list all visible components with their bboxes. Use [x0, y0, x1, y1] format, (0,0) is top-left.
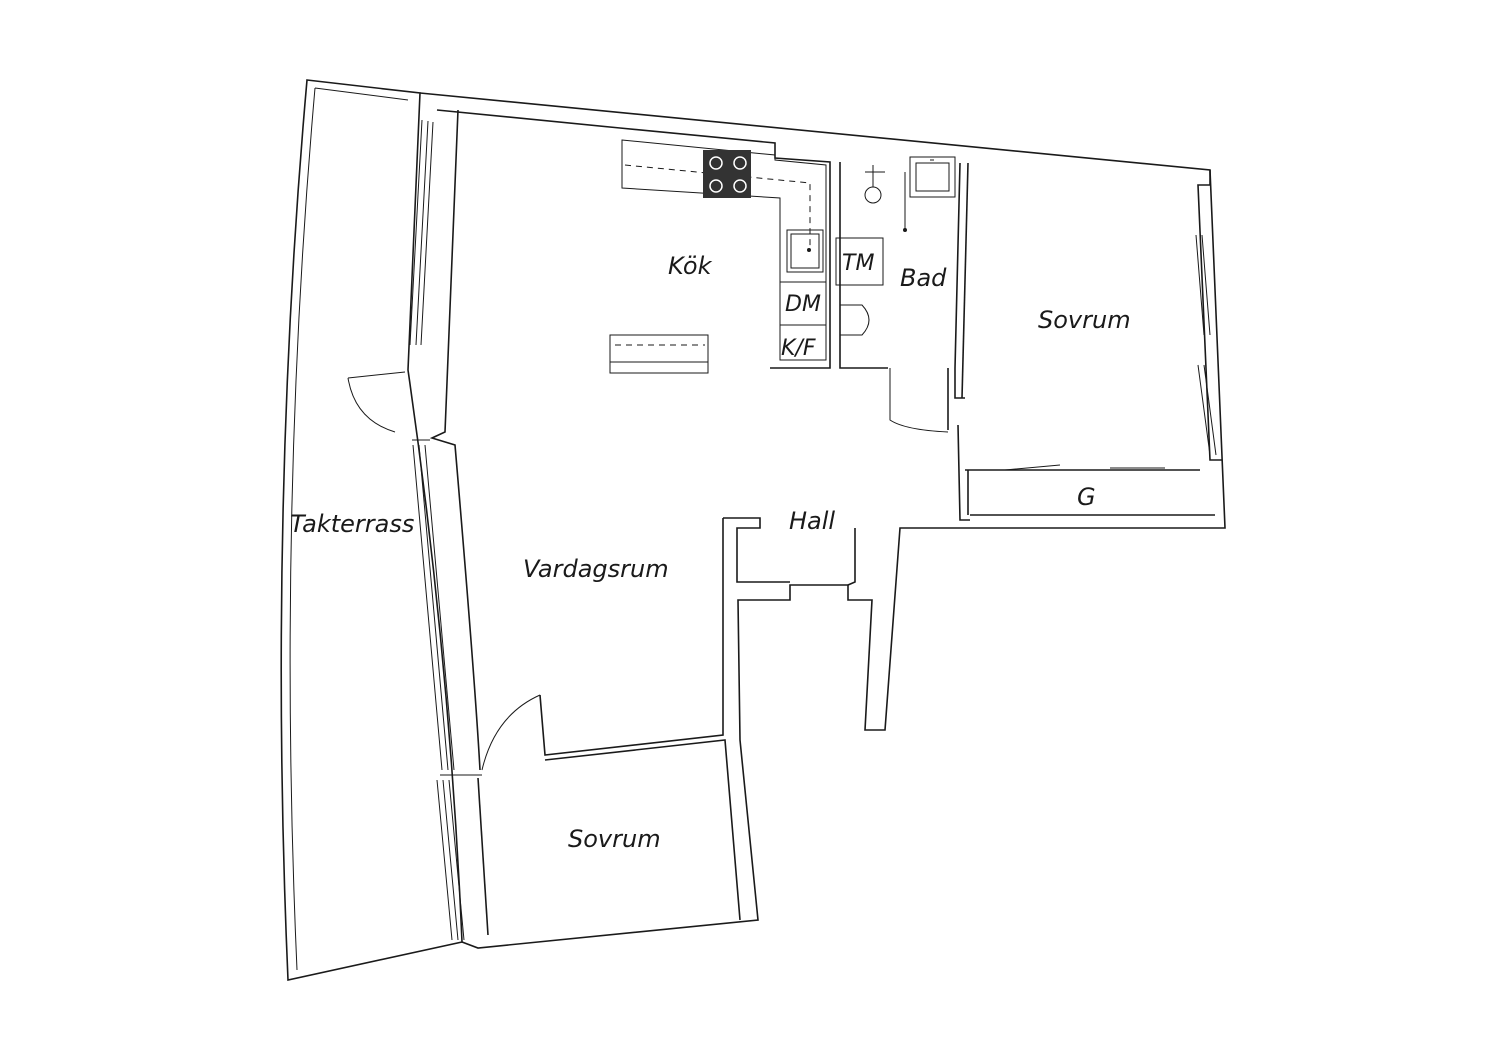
doors [347, 368, 949, 771]
shower-icon [864, 186, 882, 204]
west-windows [409, 119, 482, 941]
washbasin-icon [909, 156, 956, 198]
washing-machine-box [835, 237, 884, 286]
label-bedroom-small: Sovrum [568, 825, 661, 853]
label-bath: Bad [900, 264, 947, 292]
bath-door [889, 368, 949, 433]
east-windows [1195, 234, 1217, 456]
label-bedroom-large: Sovrum [1038, 306, 1131, 334]
bath-fixtures [835, 156, 956, 336]
label-washing-machine: TM [842, 251, 874, 276]
label-hall: Hall [789, 507, 835, 535]
sink-icon [786, 229, 824, 273]
toilet-icon [839, 304, 870, 336]
bedroom-door [481, 694, 541, 771]
label-fridge-freezer: K/F [781, 336, 816, 361]
interior-walls [477, 162, 1215, 936]
terrace-area [280, 79, 463, 981]
label-closet: G [1077, 483, 1096, 511]
label-living: Vardagsrum [523, 555, 669, 583]
label-kitchen: Kök [668, 252, 713, 280]
kitchen-counter [609, 139, 827, 374]
label-terrace: Takterrass [290, 510, 414, 538]
label-dishwasher: DM [785, 292, 821, 317]
terrace-door [347, 371, 406, 433]
